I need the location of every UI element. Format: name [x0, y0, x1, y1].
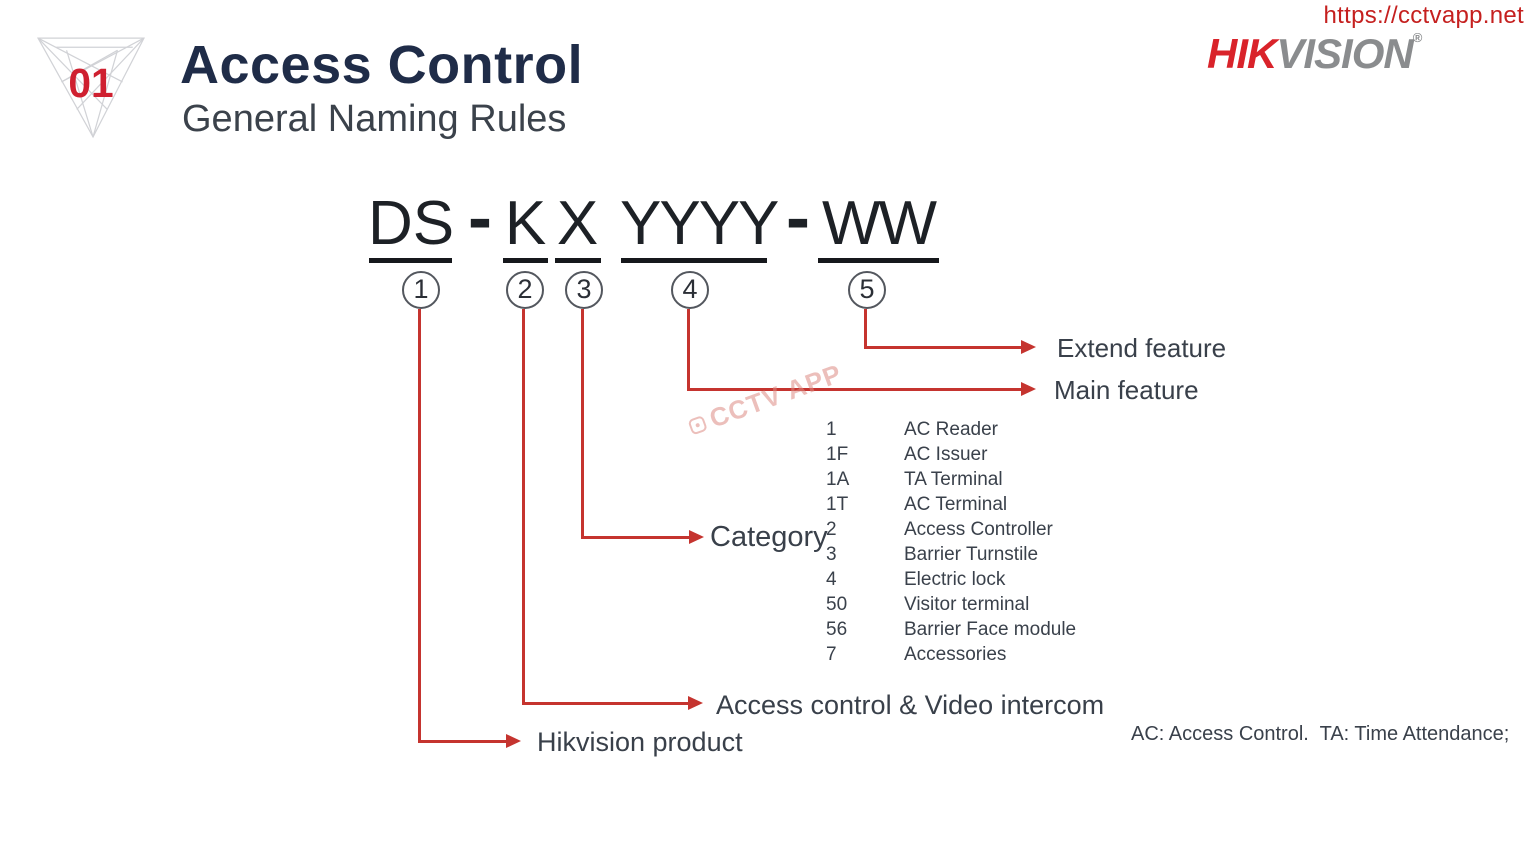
category-row: 56 Barrier Face module — [826, 617, 1076, 642]
underline-yyyy — [621, 258, 767, 263]
arrow-2-icon — [688, 696, 703, 710]
connector-1-horizontal — [418, 740, 506, 743]
category-label: Visitor terminal — [904, 593, 1030, 615]
badge-number: 01 — [68, 60, 113, 106]
marker-2: 2 — [506, 271, 544, 309]
category-label: AC Terminal — [904, 493, 1008, 515]
watermark-text: CCTV APP — [705, 358, 846, 434]
category-code: 1T — [826, 493, 849, 515]
underline-ds — [369, 258, 452, 263]
underline-k — [503, 258, 548, 263]
connector-5-vertical — [864, 309, 867, 349]
separator-dash-1: - — [468, 178, 492, 258]
callout-extend-feature: Extend feature — [1057, 333, 1227, 363]
category-row: 2 Access Controller — [826, 517, 1076, 542]
segment-x: X — [556, 189, 599, 258]
page-subtitle: General Naming Rules — [182, 98, 567, 140]
category-label: Access Controller — [904, 518, 1053, 540]
marker-4: 4 — [671, 271, 709, 309]
logo-vision: VISION — [1276, 30, 1413, 77]
callout-main-feature: Main feature — [1054, 375, 1199, 405]
connector-2-vertical — [522, 309, 525, 705]
category-row: 1A TA Terminal — [826, 467, 1076, 492]
segment-k: K — [504, 189, 547, 258]
callout-access-video-intercom: Access control & Video intercom — [716, 690, 1105, 720]
site-url: https://cctvapp.net — [1323, 2, 1524, 29]
arrow-3-icon — [689, 530, 704, 544]
category-label: Electric lock — [904, 568, 1006, 590]
separator-dash-2: - — [786, 178, 810, 258]
callout-hikvision-product: Hikvision product — [537, 727, 743, 757]
category-label: TA Terminal — [904, 468, 1003, 490]
connector-4-vertical — [687, 309, 690, 391]
category-code: 1 — [826, 418, 837, 440]
hikvision-logo: HIKVISION® — [1207, 30, 1423, 78]
category-code: 50 — [826, 593, 848, 615]
category-code: 56 — [826, 618, 848, 640]
segment-ds: DS — [368, 189, 455, 258]
segment-yyyy: YYYY — [620, 189, 779, 258]
logo-hik: HIK — [1207, 30, 1277, 77]
category-row: 7 Accessories — [826, 642, 1076, 667]
connector-3-horizontal — [581, 536, 689, 539]
connector-2-horizontal — [522, 702, 688, 705]
underline-ww — [818, 258, 939, 263]
category-label: AC Reader — [904, 418, 998, 440]
category-row: 1T AC Terminal — [826, 492, 1076, 517]
category-code: 4 — [826, 568, 837, 590]
category-row: 50 Visitor terminal — [826, 592, 1076, 617]
marker-1: 1 — [402, 271, 440, 309]
callout-category: Category — [710, 521, 828, 553]
category-label: Barrier Face module — [904, 618, 1077, 640]
category-code: 1F — [826, 443, 849, 465]
category-row: 1F AC Issuer — [826, 442, 1076, 467]
segment-ww: WW — [821, 189, 937, 258]
category-code: 2 — [826, 518, 837, 540]
registered-mark: ® — [1412, 30, 1423, 45]
category-row: 1 AC Reader — [826, 417, 1076, 442]
category-label: AC Issuer — [904, 443, 988, 465]
connector-5-horizontal — [864, 346, 1021, 349]
category-label: Barrier Turnstile — [904, 543, 1039, 565]
connector-1-vertical — [418, 309, 421, 743]
footnote: AC: Access Control. TA: Time Attendance; — [1131, 723, 1510, 745]
category-code: 3 — [826, 543, 837, 565]
arrow-5-icon — [1021, 340, 1036, 354]
chapter-badge-icon: 01 — [36, 37, 145, 139]
page-title: Access Control — [180, 35, 584, 95]
marker-5: 5 — [848, 271, 886, 309]
arrow-4-icon — [1021, 382, 1036, 396]
watermark: CCTV APP — [685, 358, 846, 442]
category-code: 7 — [826, 643, 837, 665]
category-code: 1A — [826, 468, 850, 490]
cctv-app-icon — [687, 414, 708, 436]
connector-4-horizontal — [687, 388, 1021, 391]
arrow-1-icon — [506, 734, 521, 748]
category-row: 3 Barrier Turnstile — [826, 542, 1076, 567]
marker-3: 3 — [565, 271, 603, 309]
category-label: Accessories — [904, 643, 1007, 665]
category-list: 1 AC Reader 1F AC Issuer 1A TA Terminal 1T A… — [826, 417, 1076, 667]
category-row: 4 Electric lock — [826, 567, 1076, 592]
underline-x — [555, 258, 601, 263]
connector-3-vertical — [581, 309, 584, 539]
